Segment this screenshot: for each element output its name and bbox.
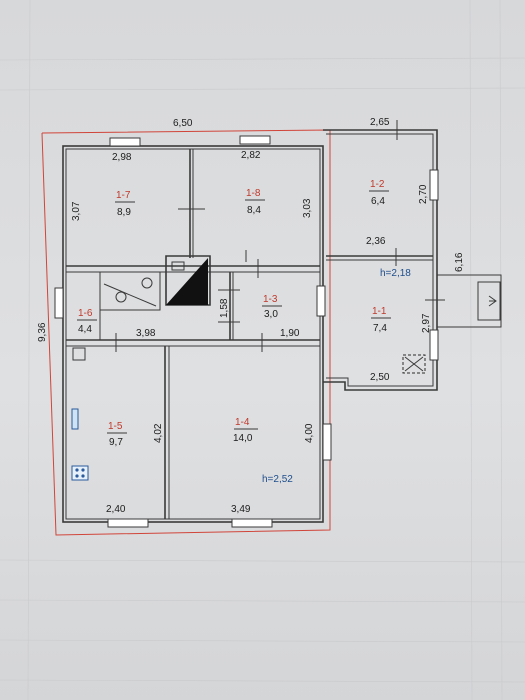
room-area: 14,0 bbox=[233, 433, 253, 444]
dim-r5-right: 4,02 bbox=[153, 423, 164, 443]
room-id: 1-6 bbox=[78, 308, 93, 319]
door-ticks bbox=[115, 120, 445, 352]
height-annex: h=2,18 bbox=[380, 268, 411, 279]
stair-1-3 bbox=[218, 289, 240, 323]
boiler-icon bbox=[402, 354, 426, 374]
room-id: 1-8 bbox=[246, 188, 261, 199]
dim-r4-bottom: 3,49 bbox=[231, 504, 251, 515]
windows bbox=[54, 135, 439, 528]
height-main: h=2,52 bbox=[262, 474, 293, 485]
annex-walls bbox=[323, 129, 438, 391]
dim-r2-bottom: 2,36 bbox=[366, 236, 386, 247]
dim-r7-left: 3,07 bbox=[71, 201, 82, 221]
dim-r5-bottom: 2,40 bbox=[106, 504, 126, 515]
room-area: 6,4 bbox=[371, 196, 385, 207]
room-1-4: 1-4 14,0 bbox=[233, 417, 258, 444]
dim-annex-height: 6,16 bbox=[454, 252, 465, 272]
chimney bbox=[165, 255, 211, 306]
room-area: 9,7 bbox=[109, 437, 123, 448]
dim-r8-top: 2,82 bbox=[241, 150, 261, 161]
room-area: 4,4 bbox=[78, 324, 92, 335]
room-area: 7,4 bbox=[373, 323, 387, 334]
dim-r3-left: 1,58 bbox=[219, 298, 230, 318]
room-id: 1-3 bbox=[263, 294, 278, 305]
room-id: 1-7 bbox=[116, 190, 131, 201]
dim-r2-right: 2,70 bbox=[418, 184, 429, 204]
interior-walls bbox=[66, 149, 320, 519]
porch bbox=[436, 274, 502, 328]
dim-r6-bottom: 3,98 bbox=[136, 328, 156, 339]
dim-r1-right: 2,97 bbox=[421, 313, 432, 333]
dim-r8-right: 3,03 bbox=[302, 198, 313, 218]
room-1-6: 1-6 4,4 bbox=[77, 308, 97, 335]
dim-r2-top: 2,65 bbox=[370, 117, 390, 128]
room-1-5: 1-5 9,7 bbox=[107, 421, 127, 448]
room-1-2: 1-2 6,4 bbox=[369, 179, 389, 207]
room-id: 1-1 bbox=[372, 306, 387, 317]
room-id: 1-2 bbox=[370, 179, 385, 190]
room-1-3: 1-3 3,0 bbox=[262, 294, 282, 320]
dim-r4-right: 4,00 bbox=[304, 423, 315, 443]
stove bbox=[99, 271, 161, 311]
dim-r7-top: 2,98 bbox=[112, 152, 132, 163]
dim-r1-bottom: 2,50 bbox=[370, 372, 390, 383]
room-id: 1-5 bbox=[108, 421, 123, 432]
dim-overall-height: 9,36 bbox=[37, 322, 48, 342]
dim-r3-bottom: 1,90 bbox=[280, 328, 300, 339]
dim-overall-width: 6,50 bbox=[173, 118, 193, 129]
room-1-7: 1-7 8,9 bbox=[115, 190, 135, 218]
fixtures bbox=[71, 347, 89, 481]
room-id: 1-4 bbox=[235, 417, 250, 428]
room-area: 8,4 bbox=[247, 205, 261, 216]
room-1-8: 1-8 8,4 bbox=[245, 188, 265, 216]
room-area: 3,0 bbox=[264, 309, 278, 320]
room-1-1: 1-1 7,4 bbox=[371, 306, 391, 334]
room-area: 8,9 bbox=[117, 207, 131, 218]
